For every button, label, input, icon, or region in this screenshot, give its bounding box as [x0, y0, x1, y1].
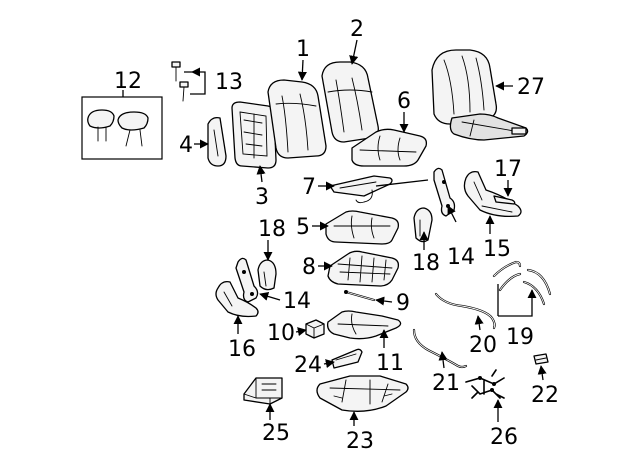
cable-rod	[344, 290, 376, 302]
callout-9: 9	[396, 291, 410, 316]
trim-clip	[493, 195, 516, 205]
callout-24: 24	[294, 353, 322, 378]
callout-2: 2	[350, 17, 364, 42]
callout-19: 19	[506, 325, 534, 350]
callout-11: 11	[376, 351, 404, 376]
seat-back-cover	[321, 61, 379, 143]
upper-hinge	[433, 167, 456, 217]
seat-pan-panel	[329, 175, 429, 204]
callout-18-right: 18	[412, 251, 440, 276]
callout-20: 20	[469, 333, 497, 358]
callout-4: 4	[179, 133, 193, 158]
callout-23: 23	[346, 429, 374, 454]
seat-assembly	[431, 49, 529, 141]
seat-cushion	[351, 128, 428, 167]
callout-6: 6	[397, 89, 411, 114]
side-cover-left	[257, 259, 277, 291]
left-shield	[215, 280, 259, 318]
cover-plate	[331, 348, 363, 369]
callout-13: 13	[215, 70, 243, 95]
switch-module	[305, 319, 325, 339]
callout-12: 12	[114, 69, 142, 94]
box-bracket	[243, 377, 283, 405]
callout-25: 25	[262, 421, 290, 446]
seat-back-cushion	[267, 79, 327, 159]
callout-7: 7	[302, 175, 316, 200]
headrest-box	[81, 96, 163, 160]
callout-15: 15	[483, 237, 511, 262]
side-shield	[463, 170, 522, 218]
callout-3: 3	[255, 185, 269, 210]
wire-20	[434, 292, 496, 330]
callout-16: 16	[228, 337, 256, 362]
connector	[533, 353, 549, 365]
lower-hinge	[235, 257, 259, 303]
callout-10: 10	[267, 321, 295, 346]
callout-14-upper: 14	[447, 245, 475, 270]
cushion-pad	[325, 210, 400, 245]
callout-5: 5	[296, 215, 310, 240]
seat-back-frame	[231, 101, 277, 169]
callout-21: 21	[432, 371, 460, 396]
leader-lines	[122, 39, 547, 426]
door-seals	[492, 260, 552, 306]
bolts	[171, 61, 189, 102]
wire-harness	[465, 369, 505, 399]
callout-8: 8	[302, 255, 316, 280]
callout-14-lower: 14	[283, 289, 311, 314]
cushion-frame	[327, 250, 400, 287]
callout-labels: 1 2 3 4 5 6 7 8 9 10 11 12 13 14 14 15 1…	[114, 17, 559, 454]
callout-17: 17	[494, 157, 522, 182]
callout-26: 26	[490, 425, 518, 450]
side-cover-right	[413, 207, 433, 243]
callout-22: 22	[531, 383, 559, 408]
lower-frame	[316, 375, 409, 412]
callout-18-left: 18	[258, 217, 286, 242]
side-trim	[207, 116, 227, 167]
wire-21	[412, 328, 468, 369]
callout-27: 27	[517, 75, 545, 100]
cushion-support	[326, 310, 402, 340]
callout-1: 1	[296, 37, 310, 62]
